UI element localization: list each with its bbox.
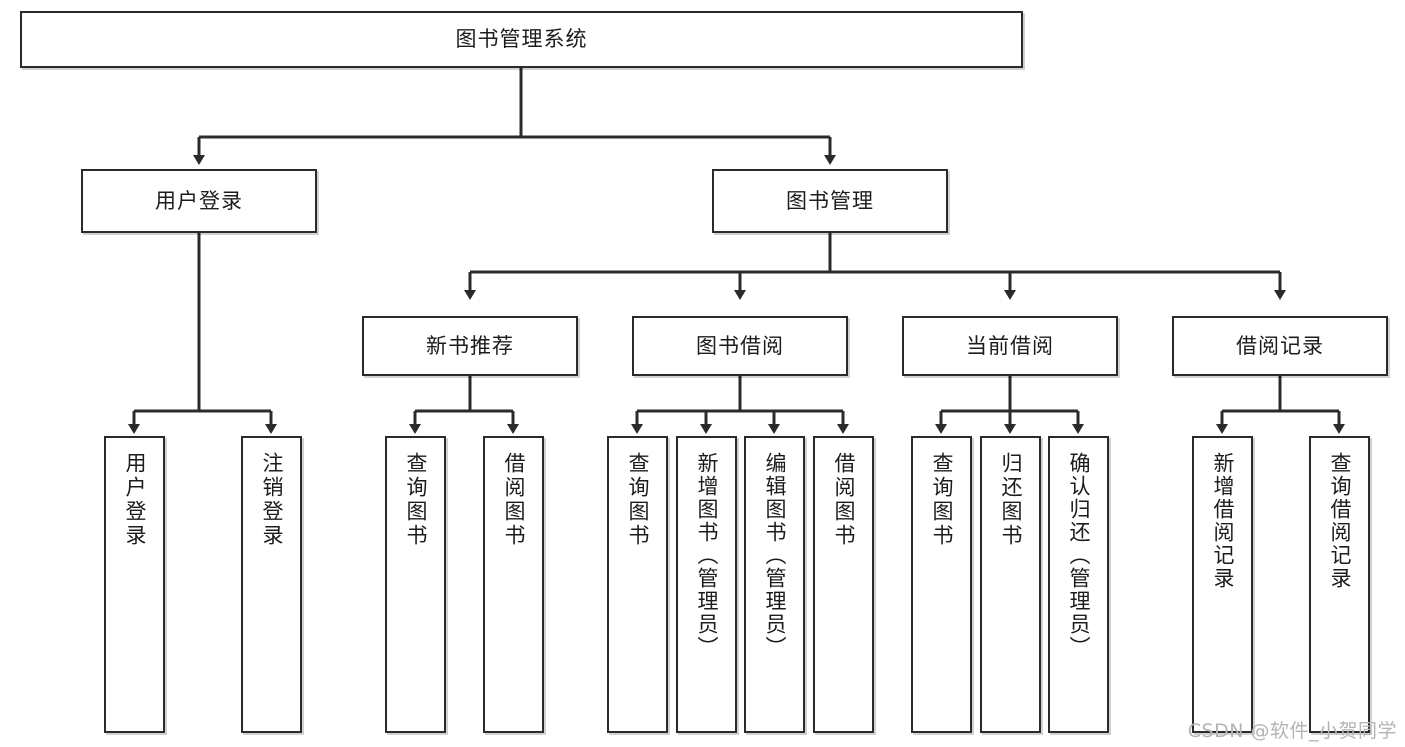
node-leaf-query-book-3[interactable]: 查询图书 [911, 436, 972, 733]
node-book-management-label: 图书管理 [786, 188, 874, 213]
node-book-borrow[interactable]: 图书借阅 [632, 316, 848, 376]
node-leaf-user-login-label: 用户登录 [123, 452, 147, 548]
watermark-text: CSDN @软件_小贺同学 [1187, 720, 1397, 742]
node-user-login[interactable]: 用户登录 [81, 169, 317, 233]
node-book-borrow-label: 图书借阅 [696, 333, 784, 358]
node-leaf-query-book-3-label: 查询图书 [930, 452, 954, 548]
node-leaf-logout-login[interactable]: 注销登录 [241, 436, 302, 733]
node-leaf-logout-login-label: 注销登录 [260, 452, 284, 548]
node-current-borrow[interactable]: 当前借阅 [902, 316, 1118, 376]
node-leaf-query-borrow-record[interactable]: 查询借阅记录 [1309, 436, 1370, 733]
node-leaf-return-book[interactable]: 归还图书 [980, 436, 1041, 733]
node-book-management[interactable]: 图书管理 [712, 169, 948, 233]
node-leaf-query-book-2[interactable]: 查询图书 [607, 436, 668, 733]
node-leaf-add-borrow-record[interactable]: 新增借阅记录 [1192, 436, 1253, 733]
node-leaf-confirm-return-admin-label: 确认归还（管理员） [1067, 452, 1091, 659]
node-borrow-record-label: 借阅记录 [1236, 333, 1324, 358]
node-new-book-recommend[interactable]: 新书推荐 [362, 316, 578, 376]
node-root[interactable]: 图书管理系统 [20, 11, 1023, 68]
node-leaf-confirm-return-admin[interactable]: 确认归还（管理员） [1048, 436, 1109, 733]
node-leaf-query-book-1-label: 查询图书 [404, 452, 428, 548]
node-leaf-add-borrow-record-label: 新增借阅记录 [1211, 452, 1235, 590]
node-leaf-user-login[interactable]: 用户登录 [104, 436, 165, 733]
node-current-borrow-label: 当前借阅 [966, 333, 1054, 358]
node-new-book-recommend-label: 新书推荐 [426, 333, 514, 358]
node-leaf-borrow-book-2[interactable]: 借阅图书 [813, 436, 874, 733]
node-borrow-record[interactable]: 借阅记录 [1172, 316, 1388, 376]
node-leaf-borrow-book-1-label: 借阅图书 [502, 452, 526, 548]
node-leaf-borrow-book-1[interactable]: 借阅图书 [483, 436, 544, 733]
node-user-login-label: 用户登录 [155, 188, 243, 213]
node-leaf-borrow-book-2-label: 借阅图书 [832, 452, 856, 548]
node-leaf-edit-book-admin-label: 编辑图书（管理员） [763, 452, 787, 659]
node-leaf-add-book-admin[interactable]: 新增图书（管理员） [676, 436, 737, 733]
node-leaf-return-book-label: 归还图书 [999, 452, 1023, 548]
node-leaf-query-book-2-label: 查询图书 [626, 452, 650, 548]
node-root-label: 图书管理系统 [455, 27, 588, 52]
node-leaf-query-book-1[interactable]: 查询图书 [385, 436, 446, 733]
node-leaf-query-borrow-record-label: 查询借阅记录 [1328, 452, 1352, 590]
node-leaf-edit-book-admin[interactable]: 编辑图书（管理员） [744, 436, 805, 733]
node-leaf-add-book-admin-label: 新增图书（管理员） [695, 452, 719, 659]
